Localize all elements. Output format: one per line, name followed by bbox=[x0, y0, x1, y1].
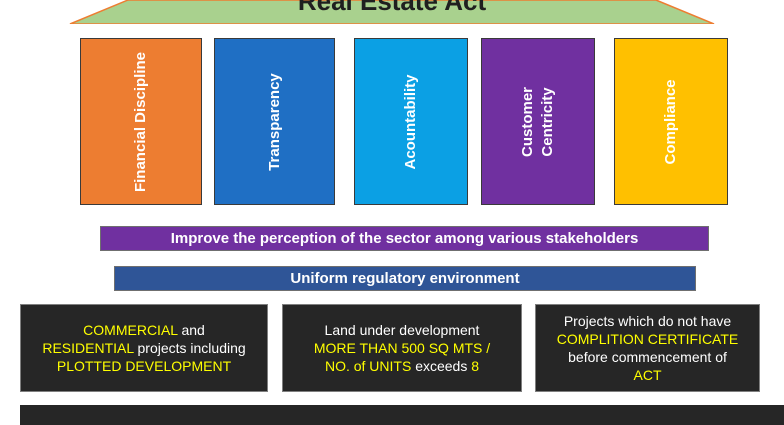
completion-certificate-text: COMPLITION CERTIFICATE bbox=[556, 331, 739, 347]
pillar-compliance: Compliance bbox=[614, 38, 728, 205]
pillar-customer-centricity: Customer Centricity bbox=[481, 38, 595, 205]
plotted-development-text: PLOTTED DEVELOPMENT bbox=[56, 358, 232, 374]
perception-banner: Improve the perception of the sector amo… bbox=[100, 226, 709, 251]
pillar-financial-discipline: Financial Discipline bbox=[80, 38, 202, 205]
pillar-accountability: Acountability bbox=[354, 38, 468, 205]
perception-banner-text: Improve the perception of the sector amo… bbox=[170, 230, 639, 247]
diagram-title: Real Estate Act bbox=[297, 0, 487, 16]
units-threshold: 8 bbox=[471, 358, 480, 374]
act-text: ACT bbox=[633, 367, 662, 383]
pillar-transparency: Transparency bbox=[214, 38, 335, 205]
pillar-label: Acountability bbox=[402, 73, 419, 170]
land-under-development-box: Land under development MORE THAN 500 SQ … bbox=[282, 304, 522, 392]
pillar-label: Compliance bbox=[662, 78, 679, 165]
commercial-residential-box: COMMERCIAL and RESIDENTIAL projects incl… bbox=[20, 304, 268, 392]
projects-text: Projects which do not have bbox=[563, 313, 732, 329]
commercial-text: COMMERCIAL bbox=[83, 322, 178, 338]
bottom-bar bbox=[20, 405, 784, 425]
land-text: Land under development bbox=[324, 322, 480, 338]
area-threshold-text: MORE THAN 500 SQ MTS / bbox=[313, 340, 491, 356]
completion-certificate-box: Projects which do not have COMPLITION CE… bbox=[535, 304, 760, 392]
uniform-regulatory-banner: Uniform regulatory environment bbox=[114, 266, 696, 291]
before-text: before commencement of bbox=[568, 349, 727, 365]
residential-text: RESIDENTIAL bbox=[42, 340, 134, 356]
uniform-banner-text: Uniform regulatory environment bbox=[290, 270, 520, 287]
units-text: NO. of UNITS bbox=[324, 358, 412, 374]
pillar-label: Transparency bbox=[265, 72, 283, 171]
pillar-label: Financial Discipline bbox=[132, 51, 149, 192]
roof-shape bbox=[69, 0, 715, 24]
pillar-label: Customer Centricity bbox=[519, 86, 556, 157]
